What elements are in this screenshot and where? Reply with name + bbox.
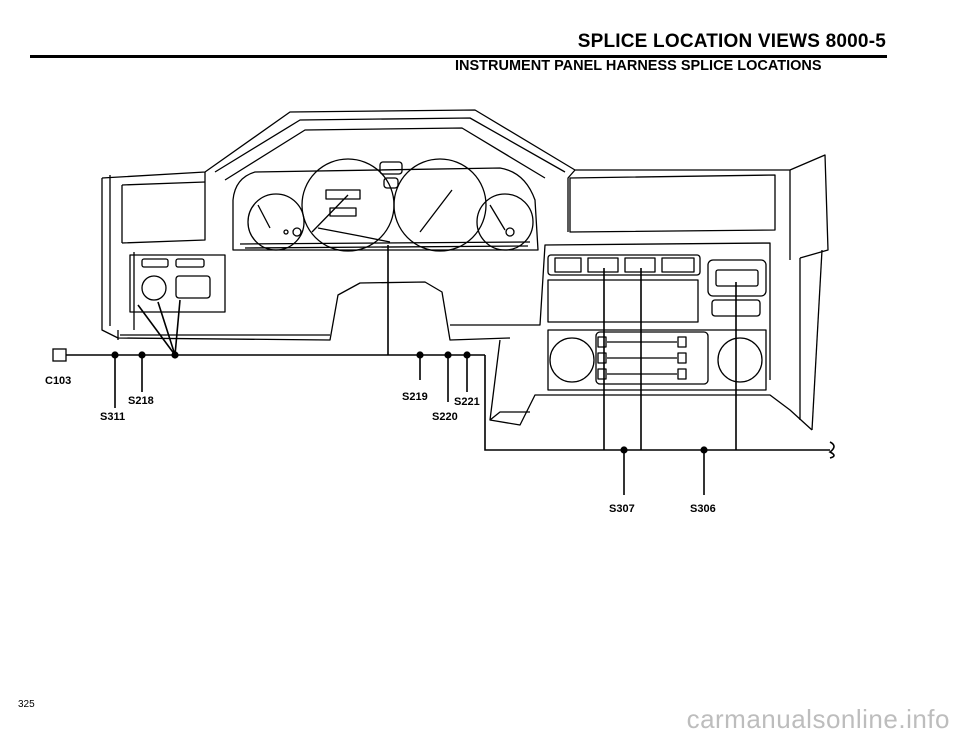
splice-dot-s219 — [416, 351, 424, 359]
c103-connector — [52, 348, 67, 362]
wiring-harness — [66, 245, 835, 495]
instrument-cluster — [232, 158, 539, 252]
label-s219: S219 — [402, 391, 428, 403]
label-s218: S218 — [128, 395, 154, 407]
lower-harness-wire — [484, 355, 830, 451]
splice-dot-junction — [171, 351, 179, 359]
diagram-subtitle: INSTRUMENT PANEL HARNESS SPLICE LOCATION… — [455, 58, 822, 74]
header-rule — [30, 55, 887, 58]
label-s306: S306 — [690, 503, 716, 515]
page-title: SPLICE LOCATION VIEWS 8000-5 — [577, 31, 886, 52]
label-s307: S307 — [609, 503, 635, 515]
label-s221: S221 — [454, 396, 480, 408]
center-console — [547, 254, 767, 391]
splice-dot-s311 — [111, 351, 119, 359]
watermark-text: carmanualsonline.info — [686, 704, 950, 734]
splice-dot-s306 — [700, 446, 708, 454]
label-c103: C103 — [45, 375, 71, 387]
splice-dot-s307 — [620, 446, 628, 454]
page-number: 325 — [18, 699, 35, 710]
label-s311: S311 — [100, 411, 125, 423]
splice-dot-s220 — [444, 351, 452, 359]
splice-dot-s218 — [138, 351, 146, 359]
left-switch-panel — [129, 252, 226, 330]
splice-points — [111, 351, 708, 454]
harness-break-mark — [828, 441, 835, 459]
splice-dot-s221 — [463, 351, 471, 359]
label-s220: S220 — [432, 411, 458, 423]
dashboard-outline — [101, 109, 829, 431]
